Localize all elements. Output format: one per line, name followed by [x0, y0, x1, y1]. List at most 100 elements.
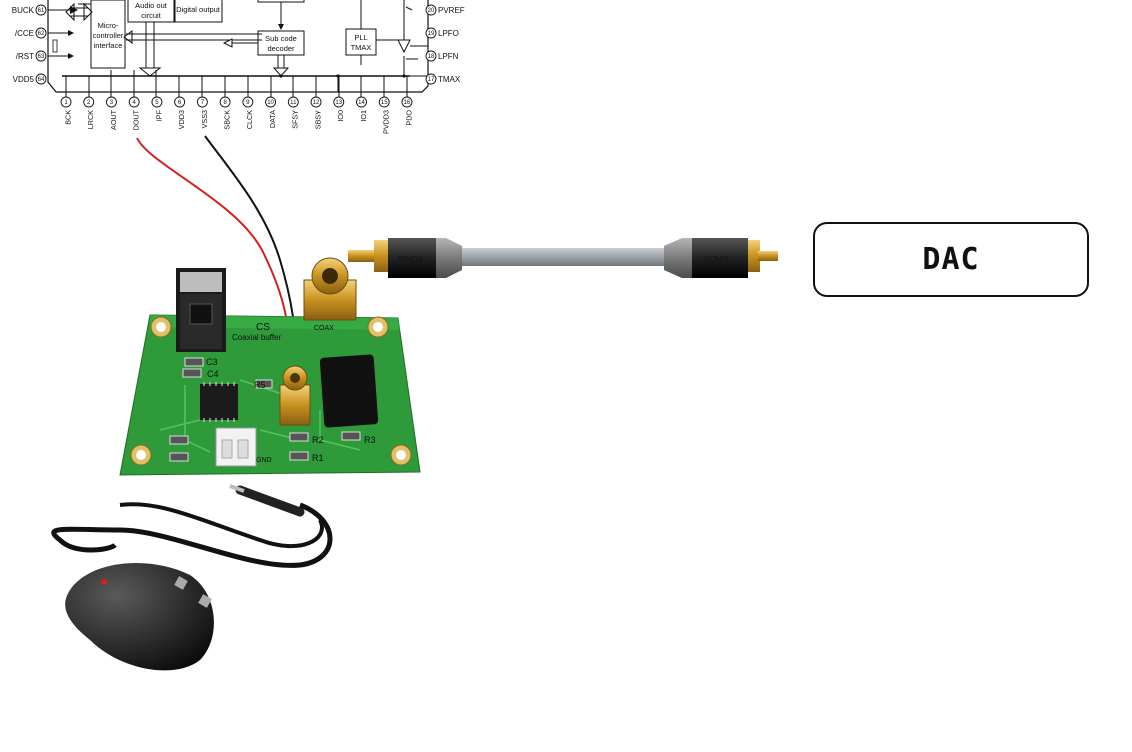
- pin-label-vss3: VSS3: [200, 110, 209, 128]
- subcode-decoder-block: [257, 30, 305, 56]
- power-header: [215, 427, 257, 467]
- dac-box: DAC: [813, 222, 1089, 297]
- label-r2: R2: [312, 435, 324, 445]
- pin-circle-15: [378, 96, 390, 108]
- pin-label-io1: IO1: [359, 110, 368, 122]
- pin-circle-10: [265, 96, 277, 108]
- pin-num-12: 12: [313, 100, 320, 106]
- label-r1: R1: [312, 453, 324, 463]
- subcode-label-2: decoder: [267, 44, 295, 53]
- pin-num-6: 6: [178, 100, 182, 106]
- pin-num-15: 15: [381, 100, 388, 106]
- digital-output-block: [174, 0, 223, 23]
- pin-label-vdd3: VDD3: [177, 110, 186, 129]
- pin-num-62: 62: [38, 31, 45, 37]
- subcode-label-1: Sub code: [265, 34, 297, 43]
- microcontroller-label-3: interface: [94, 41, 123, 50]
- board-subtitle: Coaxial buffer: [232, 333, 282, 342]
- pin-circle-13: [333, 96, 345, 108]
- label-r5: R5: [254, 380, 266, 390]
- pin-label-bck: BCK: [63, 110, 72, 125]
- rca-jack-board: COAX: [303, 257, 357, 332]
- pin-label-sbsy: SBSY: [313, 110, 322, 129]
- pin-circle-2: [83, 96, 95, 108]
- gold-solder-post: [279, 365, 311, 426]
- dc-plug: [235, 485, 305, 517]
- right-plug-tip: [758, 251, 778, 261]
- adapter-cable: [51, 502, 333, 568]
- pulse-transformer: pulse PE-65612: [319, 354, 379, 428]
- pin-num-20: 20: [428, 8, 435, 14]
- pll-label-2: TMAX: [351, 43, 372, 52]
- audio-out-label-1: Audio out: [135, 1, 168, 10]
- pin-label-lpfo: LPFO: [438, 29, 459, 38]
- pin-label-io0: IO0: [336, 110, 345, 122]
- pin-label-aout: AOUT: [109, 109, 118, 130]
- cable-body: [456, 248, 670, 266]
- pin-label-vdd5: VDD5: [13, 75, 35, 84]
- pin-num-9: 9: [246, 100, 250, 106]
- pin-label-lrck: LRCK: [86, 110, 95, 129]
- dac-label: DAC: [922, 242, 980, 277]
- microcontroller-label-1: Micro-: [98, 21, 119, 30]
- pin-num-17: 17: [428, 77, 435, 83]
- transformer-brand: pulse: [332, 380, 347, 406]
- pin-num-4: 4: [133, 100, 137, 106]
- pin-num-16: 16: [404, 100, 411, 106]
- pin-circle-12: [310, 96, 322, 108]
- pin-num-64: 64: [38, 77, 45, 83]
- pin-stubs: [65, 70, 408, 98]
- power-adapter: [51, 484, 333, 671]
- audio-out-label-2: circuit: [141, 11, 162, 20]
- pin-num-5: 5: [155, 100, 159, 106]
- opamp-symbol: [397, 39, 411, 54]
- pin-circle-5: [151, 96, 163, 108]
- pin-circle-3: [106, 96, 117, 108]
- label-gnd: GND: [256, 457, 272, 464]
- pin-num-7: 7: [201, 100, 205, 106]
- ic-pins: [203, 382, 235, 422]
- pin-label-pdo: PDO: [404, 110, 413, 126]
- smd-components: [169, 357, 361, 462]
- left-plug-tip: [348, 250, 380, 262]
- adapter-body: [65, 563, 214, 671]
- chip-schematic: Micro- controller interface Audio out ci…: [12, 0, 465, 134]
- bottom-pins: 1BCK2LRCK3AOUT4DOUT5IPF6VDD37VSS38SBCK9C…: [60, 96, 413, 134]
- pin-circle-8: [219, 96, 231, 108]
- pin-num-11: 11: [290, 100, 297, 106]
- pin-label-pvdd3: PVDD3: [382, 110, 391, 134]
- pin-num-19: 19: [428, 31, 435, 37]
- pin-label-dout: DOUT: [132, 109, 141, 130]
- pin-circle-14: [356, 96, 367, 108]
- coax-label: COAX: [314, 325, 334, 332]
- top-block-stub: [257, 0, 305, 3]
- ic-chip: [200, 384, 238, 420]
- pin-num-14: 14: [358, 100, 365, 106]
- mounting-holes: [130, 316, 412, 466]
- pll-block: [345, 28, 377, 56]
- pin-circle-7: [196, 96, 208, 108]
- pll-label-1: PLL: [354, 33, 367, 42]
- chip-outline: [47, 0, 429, 93]
- optical-connector: [176, 268, 226, 352]
- pin-label-rst: /RST: [16, 52, 34, 61]
- label-r3: R3: [364, 435, 376, 445]
- label-c3: C3: [206, 357, 218, 367]
- pin-circle-6: [174, 96, 186, 108]
- pin-num-10: 10: [267, 100, 274, 106]
- pin-label-data: DATA: [268, 110, 277, 128]
- pin-label-ipf: IPF: [154, 109, 163, 121]
- pin-circle-9: [242, 96, 254, 108]
- pin-num-8: 8: [223, 100, 227, 106]
- pin-num-63: 63: [38, 54, 45, 60]
- pin-label-clck: CLCK: [245, 110, 254, 129]
- pcb-board: CS Coaxial buffer C3 C4 R5 R2 R3 R1 GND: [119, 257, 421, 476]
- board-title: CS: [256, 322, 270, 333]
- pin-label-sfsy: SFSY: [291, 110, 300, 129]
- microcontroller-label-2: controller: [93, 31, 124, 40]
- pin-label-pvref: PVREF: [438, 6, 465, 15]
- pin-num-3: 3: [110, 100, 114, 106]
- pin-circle-11: [287, 96, 299, 108]
- pin-num-18: 18: [428, 54, 435, 60]
